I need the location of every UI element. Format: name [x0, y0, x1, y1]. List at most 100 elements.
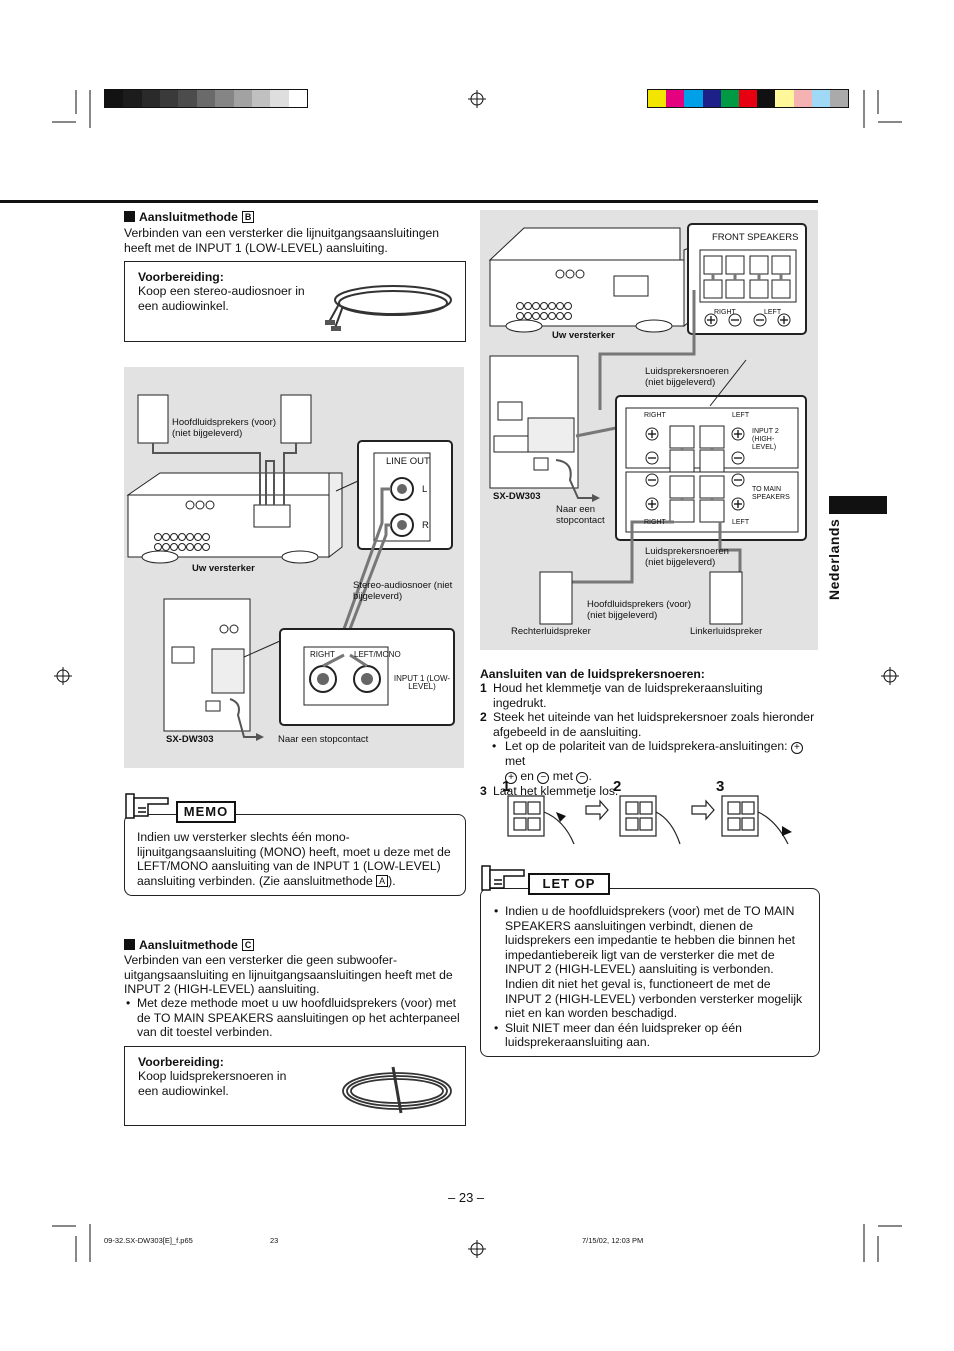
color-swatch [196, 90, 216, 107]
model-label: SX-DW303 [493, 491, 541, 502]
pointing-hand-icon [481, 865, 525, 891]
memo-badge: MEMO [176, 801, 236, 823]
list-item: •Let op de polariteit van de luidspreker… [480, 739, 818, 784]
prep-text: Koop een stereo-audiosnoer in een audiow… [138, 284, 305, 313]
front-right-label: RIGHT [714, 309, 736, 316]
cable-label: Stereo-audiosnoer (niet bijgeleverd) [353, 580, 453, 602]
to-main-label: TO MAIN SPEAKERS [752, 486, 790, 501]
method-c-intro: Verbinden van een versterker die geen su… [124, 953, 453, 997]
method-c-bullets: Met deze methode moet u uw hoofdluidspre… [124, 996, 464, 1040]
main-right-label: RIGHT [644, 519, 666, 526]
left-speaker-label: Linkerluidspreker [690, 626, 763, 637]
terminal-steps-illustration [507, 795, 792, 845]
color-swatch [738, 90, 758, 107]
color-swatch [123, 90, 142, 107]
line-out-label: LINE OUT [386, 456, 430, 467]
gray-color-strip [104, 89, 308, 108]
color-swatch [720, 90, 739, 107]
color-swatch [829, 90, 849, 107]
cables-bottom-label: Luidsprekersnoeren (niet bijgeleverd) [645, 546, 729, 568]
line-out-r: R [422, 520, 429, 531]
step-number-2: 2 [613, 778, 622, 795]
amp-label: Uw versterker [192, 563, 255, 574]
list-item: Met deze methode moet u uw hoofdluidspre… [124, 996, 464, 1040]
heading-square-icon [124, 939, 135, 950]
amp-label: Uw versterker [552, 330, 615, 341]
language-tab [829, 496, 887, 514]
stereo-cable-illustration [325, 285, 452, 331]
minus-icon: − [576, 771, 589, 784]
input1-right-label: RIGHT [310, 650, 335, 659]
main-speakers-label: Hoofdluidsprekers (voor) (niet bijgeleve… [587, 599, 692, 621]
color-swatch [288, 90, 307, 107]
step-number-3: 3 [716, 778, 725, 795]
diagram-c-panel: FRONT SPEAKERS RIGHT LEFT Uw versterker … [480, 210, 818, 650]
method-b-intro: Verbinden van een versterker die lijnuit… [124, 226, 440, 255]
diagram-c-drawing [488, 223, 807, 625]
language-label: Nederlands [826, 518, 842, 600]
color-swatch [141, 90, 161, 107]
footer-date: 7/15/02, 12:03 PM [582, 1236, 644, 1245]
list-item: Sluit NIET meer dan één luidspreker op é… [492, 1021, 806, 1050]
color-swatch [666, 90, 685, 107]
memo-text: Indien uw versterker slechts één mono-li… [137, 830, 451, 888]
outlet-label: Naar een stopcontact [556, 504, 605, 526]
diagram-b-drawing [126, 394, 455, 741]
caution-list: Indien u de hoofdluidsprekers (voor) met… [492, 904, 806, 1050]
method-b-preparation-box: Voorbereiding: Koop een stereo-audiosnoe… [124, 261, 466, 342]
color-swatch [215, 90, 234, 107]
line-out-l: L [422, 484, 428, 495]
front-left-label: LEFT [764, 309, 782, 316]
color-swatch [775, 90, 794, 107]
memo-box [124, 814, 466, 896]
step-number-1: 1 [502, 778, 511, 795]
input1-leftmono-label: LEFT/MONO [354, 650, 401, 659]
color-swatch [233, 90, 252, 107]
method-c-preparation-box: Voorbereiding: Koop luidsprekersnoeren i… [124, 1046, 466, 1126]
input1-label: INPUT 1 (LOW-LEVEL) [393, 674, 451, 691]
color-swatch [702, 90, 721, 107]
connect-title: Aansluiten van de luidsprekersnoeren: [480, 667, 705, 681]
input2-right-label: RIGHT [644, 412, 666, 419]
color-swatch [160, 90, 179, 107]
diagram-b-panel: Hoofdluidsprekers (voor) (niet bijgeleve… [124, 367, 464, 768]
speakers-label: Hoofdluidsprekers (voor) (niet bijgeleve… [172, 417, 277, 439]
color-swatch [793, 90, 812, 107]
plus-icon: + [790, 742, 803, 755]
minus-icon: − [537, 771, 550, 784]
outlet-label: Naar een stopcontact [278, 734, 369, 745]
color-swatch [105, 90, 124, 107]
input2-label: INPUT 2 (HIGH-LEVEL) [752, 428, 779, 451]
caution-badge: LET OP [528, 873, 610, 895]
prep-text: Koop luidsprekersnoeren in een audiowink… [138, 1069, 287, 1098]
model-label: SX-DW303 [166, 734, 214, 745]
list-item: Indien u de hoofdluidsprekers (voor) met… [492, 904, 806, 1021]
color-swatch [811, 90, 830, 107]
main-left-label: LEFT [732, 519, 750, 526]
page-number: – 23 – [448, 1190, 485, 1205]
front-speakers-label: FRONT SPEAKERS [712, 232, 799, 243]
cables-top-label: Luidsprekersnoeren (niet bijgeleverd) [645, 366, 729, 388]
color-swatch [251, 90, 271, 107]
speaker-cable-illustration [342, 1066, 452, 1114]
color-swatch [270, 90, 289, 107]
color-swatch [648, 90, 667, 107]
color-swatch [757, 90, 776, 107]
prep-title: Voorbereiding: [138, 270, 224, 284]
color-strip [647, 89, 849, 108]
color-swatch [684, 90, 703, 107]
right-speaker-label: Rechterluidspreker [511, 626, 591, 637]
pointing-hand-icon [125, 793, 169, 819]
heading-square-icon [124, 211, 135, 222]
footer-page: 23 [270, 1236, 279, 1245]
prep-title: Voorbereiding: [138, 1055, 224, 1069]
input2-left-label: LEFT [732, 412, 750, 419]
footer-file: 09-32.SX-DW303[E]_f.p65 [104, 1236, 193, 1245]
